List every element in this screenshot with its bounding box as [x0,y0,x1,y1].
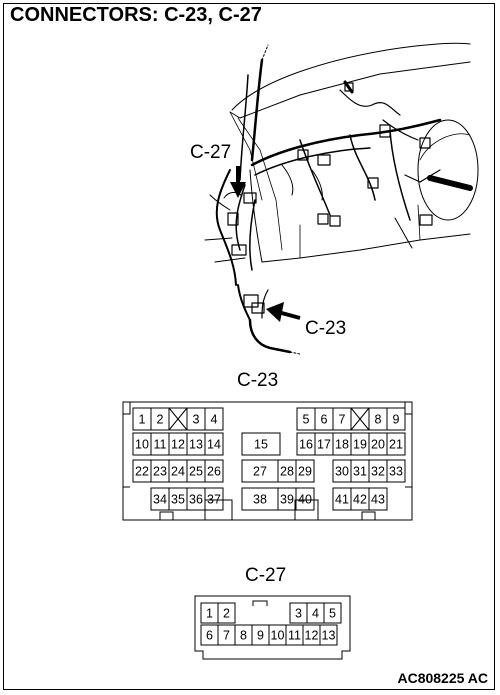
c23-pin-label: 26 [207,465,221,479]
c23-pin-label: 8 [375,413,382,427]
c23-pin-label: 22 [135,465,149,479]
c23-pin-label: 20 [371,438,385,452]
callout-arrow-c27 [230,166,246,198]
c23-pin-cell [386,407,406,431]
c27-pin-label: 8 [240,629,247,643]
c23-pin-label: 29 [298,465,312,479]
c27-pin-label: 9 [257,629,264,643]
c27-pin-label: 5 [329,607,336,621]
c23-pin-cell [204,487,224,511]
c23-pin-label: 17 [317,438,331,452]
c23-pin-label: 42 [353,493,367,507]
c27-pin-label: 6 [206,629,213,643]
c23-pin-label: 19 [353,438,367,452]
c23-pin-label: 38 [253,493,267,507]
c23-pin-label: 11 [154,438,167,452]
c23-pin-cell [386,459,406,483]
c23-pin-label: 35 [171,493,185,507]
c23-pin-label: 25 [189,465,203,479]
diagram-frame [3,3,495,690]
c27-pin-label: 12 [305,629,319,643]
c27-pin-label: 13 [322,629,336,643]
callout-label-c23: C-23 [305,318,346,339]
callout-label-c27: C-27 [190,142,231,163]
c23-pin-label: 3 [193,413,200,427]
c23-pin-label: 32 [371,465,385,479]
c23-pin-cell [204,407,224,431]
c27-pin-cell [319,624,338,646]
c23-pin-cell [204,459,224,483]
c23-pin-label: 18 [335,438,349,452]
c23-pin-label: 30 [335,465,349,479]
c27-pin-label: 2 [223,607,230,621]
c23-pin-label: 15 [254,438,268,452]
c23-pin-label: 27 [253,465,267,479]
c23-pin-label: 43 [371,493,385,507]
c23-pin-cell [204,432,224,456]
c23-pin-label: 14 [207,438,221,452]
c23-pin-label: 40 [298,493,312,507]
c27-pin-label: 10 [271,629,285,643]
c23-pin-label: 7 [339,413,346,427]
c23-pin-label: 6 [321,413,328,427]
c27-pin-label: 3 [295,607,302,621]
c23-pin-cell [241,432,281,456]
c23-pin-cell [295,459,315,483]
c23-pin-label: 33 [389,465,403,479]
c23-pin-label: 9 [393,413,400,427]
c23-pin-label: 2 [157,413,164,427]
page-title: CONNECTORS: C-23, C-27 [10,4,262,26]
c23-pin-label: 21 [389,438,403,452]
c23-pin-cell [368,487,388,511]
c23-pin-label: 37 [207,493,221,507]
connector-label-c23: C-23 [237,370,278,391]
c23-pin-label: 23 [153,465,167,479]
c23-pin-label: 13 [189,438,203,452]
c23-pin-cell [295,487,315,511]
c23-pin-label: 1 [139,413,146,427]
c23-pin-label: 28 [280,465,294,479]
c23-pin-label: 12 [171,438,185,452]
c23-pin-label: 34 [153,493,167,507]
c27-pin-label: 1 [206,607,213,621]
c23-pin-label: 10 [135,438,149,452]
c23-pin-label: 4 [211,413,218,427]
c23-pin-label: 5 [303,413,310,427]
c27-pin-label: 7 [223,629,230,643]
connector-label-c27: C-27 [245,565,286,586]
c27-pin-label: 11 [288,629,301,643]
c23-pin-label: 39 [280,493,294,507]
c23-pin-cell [386,432,406,456]
c27-pin-cell [323,602,342,624]
connector-c27-face [194,595,351,660]
c27-pin-label: 4 [312,607,319,621]
c23-pin-label: 31 [353,465,367,479]
dashboard-harness-illustration [204,42,479,355]
figure-code: AC808225 AC [397,670,488,686]
c23-pin-cell [332,407,352,431]
c23-pin-label: 41 [335,493,349,507]
c23-pin-label: 24 [171,465,185,479]
c23-pin-label: 16 [299,438,313,452]
callout-arrow-c23 [266,302,301,322]
c23-pin-cell [150,407,170,431]
c27-pin-cell [217,602,236,624]
c23-pin-label: 36 [189,493,203,507]
